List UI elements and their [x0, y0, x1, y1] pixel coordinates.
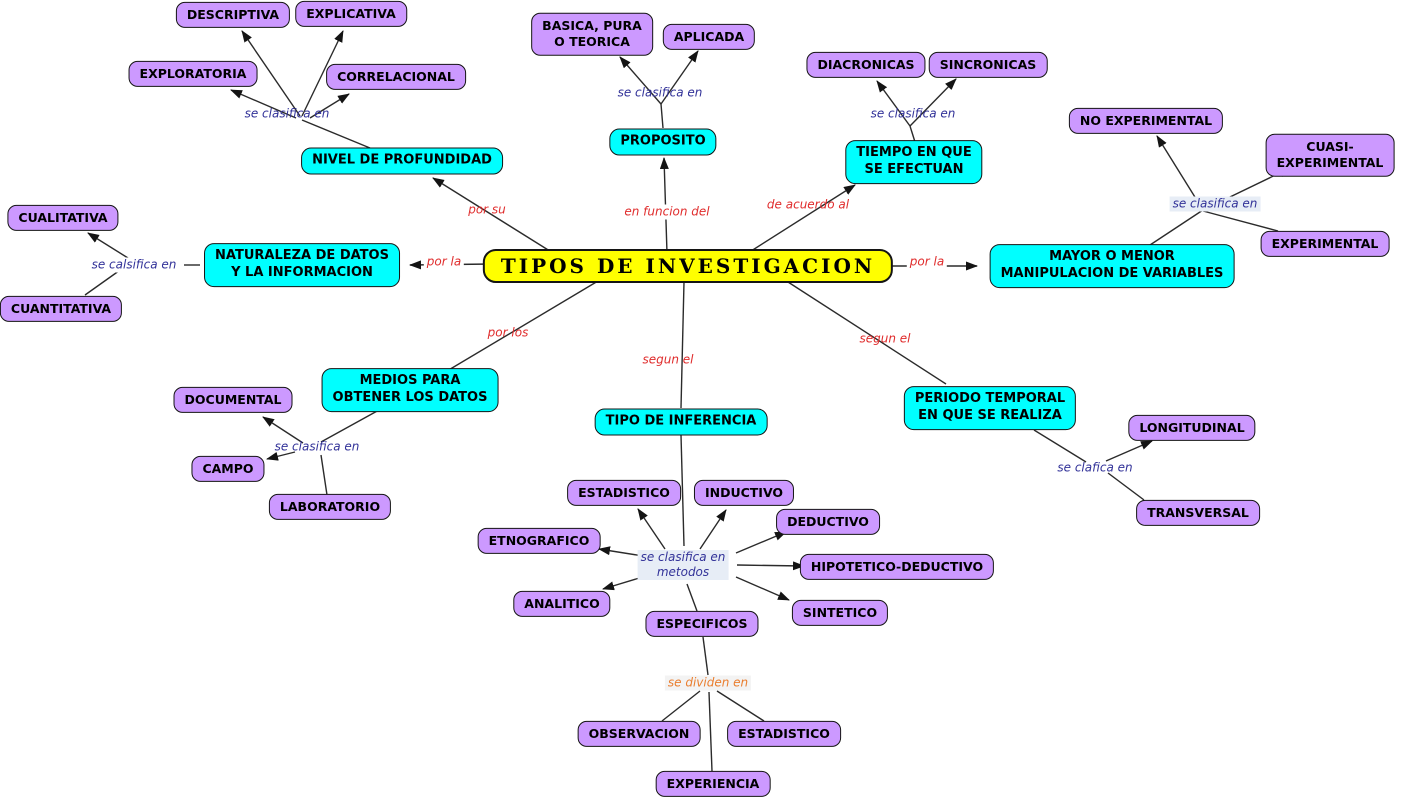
- edge-line-32: [699, 509, 727, 550]
- node-periodo-temporal[interactable]: PERIODO TEMPORAL EN QUE SE REALIZA: [903, 386, 1077, 430]
- edge-line-7: [787, 281, 947, 385]
- node-experiencia[interactable]: EXPERIENCIA: [655, 770, 771, 798]
- edge-line-22: [1202, 210, 1279, 232]
- node-tipo-de-inferencia[interactable]: TIPO DE INFERENCIA: [594, 408, 768, 436]
- edge-line-33: [598, 546, 644, 557]
- edge-line-15: [660, 50, 699, 105]
- edge-line-31: [637, 508, 666, 550]
- edge-line-41: [716, 690, 765, 722]
- link-label-se-dividen-en: se dividen en: [664, 675, 752, 691]
- edge-line-37: [735, 576, 790, 601]
- node-longitudinal[interactable]: LONGITUDINAL: [1128, 414, 1256, 442]
- node-transversal[interactable]: TRANSVERSAL: [1136, 499, 1260, 527]
- edge-line-25: [84, 267, 124, 296]
- node-medios-para-obtener-los-datos[interactable]: MEDIOS PARA OBTENER LOS DATOS: [321, 368, 499, 412]
- edge-line-42: [708, 691, 713, 772]
- link-label-por-la-derecha: por la: [906, 254, 948, 270]
- link-label-se-calsifica-en-naturaleza: se calsifica en: [88, 257, 180, 273]
- link-label-de-acuerdo-al: de acuerdo al: [766, 197, 850, 212]
- node-proposito[interactable]: PROPOSITO: [609, 128, 717, 156]
- link-label-se-clasifica-en-proposito: se clasifica en: [617, 85, 703, 100]
- edge-line-17: [876, 80, 911, 127]
- node-aplicada[interactable]: APLICADA: [662, 23, 756, 51]
- node-sincronicas[interactable]: SINCRONICAS: [928, 51, 1048, 79]
- node-estadistico-metodo[interactable]: ESTADISTICO: [567, 479, 681, 507]
- node-etnografico[interactable]: ETNOGRAFICO: [477, 527, 601, 555]
- node-basica-pura-o-teorica[interactable]: BASICA, PURA O TEORICA: [531, 12, 653, 56]
- edge-line-26: [320, 409, 380, 443]
- edge-line-38: [686, 583, 698, 612]
- node-cuasi-experimental[interactable]: CUASI-EXPERIMENTAL: [1265, 133, 1395, 177]
- edge-line-28: [266, 451, 296, 461]
- edge-line-24: [87, 232, 129, 259]
- node-cuantitativa[interactable]: CUANTITATIVA: [0, 295, 123, 323]
- link-label-se-clasifica-en-tiempo: se clasifica en: [870, 106, 956, 121]
- node-diacronicas[interactable]: DIACRONICAS: [806, 51, 926, 79]
- edge-line-30: [680, 434, 685, 547]
- link-label-se-clasifica-en-nivel: se clasifica en: [244, 106, 330, 121]
- node-nivel-de-profundidad[interactable]: NIVEL DE PROFUNDIDAD: [301, 147, 503, 175]
- edge-line-6: [680, 281, 685, 409]
- edge-line-35: [736, 561, 805, 571]
- link-label-por-la-izquierda: por la: [423, 254, 465, 270]
- edge-line-16: [909, 125, 916, 143]
- edge-line-9: [241, 30, 301, 117]
- link-label-segun-el-centro: segun el: [642, 352, 694, 367]
- link-label-por-los: por los: [487, 325, 529, 340]
- edge-line-13: [660, 103, 664, 129]
- edge-line-44: [1105, 440, 1153, 462]
- node-observacion[interactable]: OBSERVACION: [577, 720, 701, 748]
- link-label-se-clafica-en-periodo: se clafica en: [1057, 460, 1133, 475]
- link-label-segun-el-derecha: segun el: [859, 331, 911, 346]
- edge-line-18: [909, 78, 957, 127]
- edge-line-2: [747, 184, 856, 254]
- node-descriptiva[interactable]: DESCRIPTIVA: [175, 1, 291, 29]
- node-experimental[interactable]: EXPERIMENTAL: [1260, 230, 1390, 258]
- link-label-se-clasifica-en-mayor: se clasifica en: [1169, 196, 1261, 212]
- edge-line-10: [301, 30, 344, 117]
- node-tiempo-en-que-se-efectuan[interactable]: TIEMPO EN QUE SE EFECTUAN: [845, 140, 983, 184]
- node-documental[interactable]: DOCUMENTAL: [173, 386, 293, 414]
- link-label-por-su: por su: [468, 202, 506, 217]
- edge-line-0: [432, 177, 554, 254]
- edge-line-40: [661, 690, 701, 722]
- edge-line-29: [320, 454, 328, 496]
- link-label-en-funcion-del: en funcion del: [621, 204, 713, 220]
- node-analitico[interactable]: ANALITICO: [513, 590, 611, 618]
- edge-line-27: [262, 416, 304, 444]
- edge-line-5: [446, 280, 599, 372]
- link-label-se-clasifica-en-medios: se clasifica en: [274, 439, 360, 454]
- node-correlacional[interactable]: CORRELACIONAL: [326, 63, 466, 91]
- node-laboratorio[interactable]: LABORATORIO: [268, 493, 392, 521]
- edge-line-12: [309, 93, 350, 119]
- edge-line-19: [1149, 209, 1204, 246]
- node-inductivo[interactable]: INDUCTIVO: [693, 479, 795, 507]
- edge-line-8: [301, 119, 371, 149]
- node-cualitativa[interactable]: CUALITATIVA: [7, 204, 119, 232]
- node-explicativa[interactable]: EXPLICATIVA: [295, 0, 407, 28]
- node-campo[interactable]: CAMPO: [191, 455, 265, 483]
- node-estadistico-especifico[interactable]: ESTADISTICO: [727, 720, 841, 748]
- edge-line-11: [230, 89, 297, 119]
- node-hipotetico-deductivo[interactable]: HIPOTETICO-DEDUCTIVO: [799, 553, 995, 581]
- edge-line-34: [735, 531, 787, 554]
- edge-line-14: [619, 56, 662, 105]
- node-sintetico[interactable]: SINTETICO: [791, 599, 889, 627]
- node-especificos[interactable]: ESPECIFICOS: [645, 610, 759, 638]
- node-naturaleza-de-datos[interactable]: NATURALEZA DE DATOS Y LA INFORMACION: [204, 243, 400, 287]
- link-label-se-clasifica-en-metodos: se clasifica en metodos: [637, 550, 729, 580]
- node-mayor-o-menor-manipulacion[interactable]: MAYOR O MENOR MANIPULACION DE VARIABLES: [989, 244, 1235, 288]
- node-root[interactable]: TIPOS DE INVESTIGACION: [482, 249, 894, 283]
- edge-line-45: [1107, 472, 1145, 501]
- node-no-experimental[interactable]: NO EXPERIMENTAL: [1068, 107, 1224, 135]
- node-deductivo[interactable]: DEDUCTIVO: [776, 508, 880, 536]
- edge-line-39: [702, 636, 709, 676]
- edge-line-43: [1033, 429, 1087, 463]
- node-exploratoria[interactable]: EXPLORATORIA: [128, 60, 258, 88]
